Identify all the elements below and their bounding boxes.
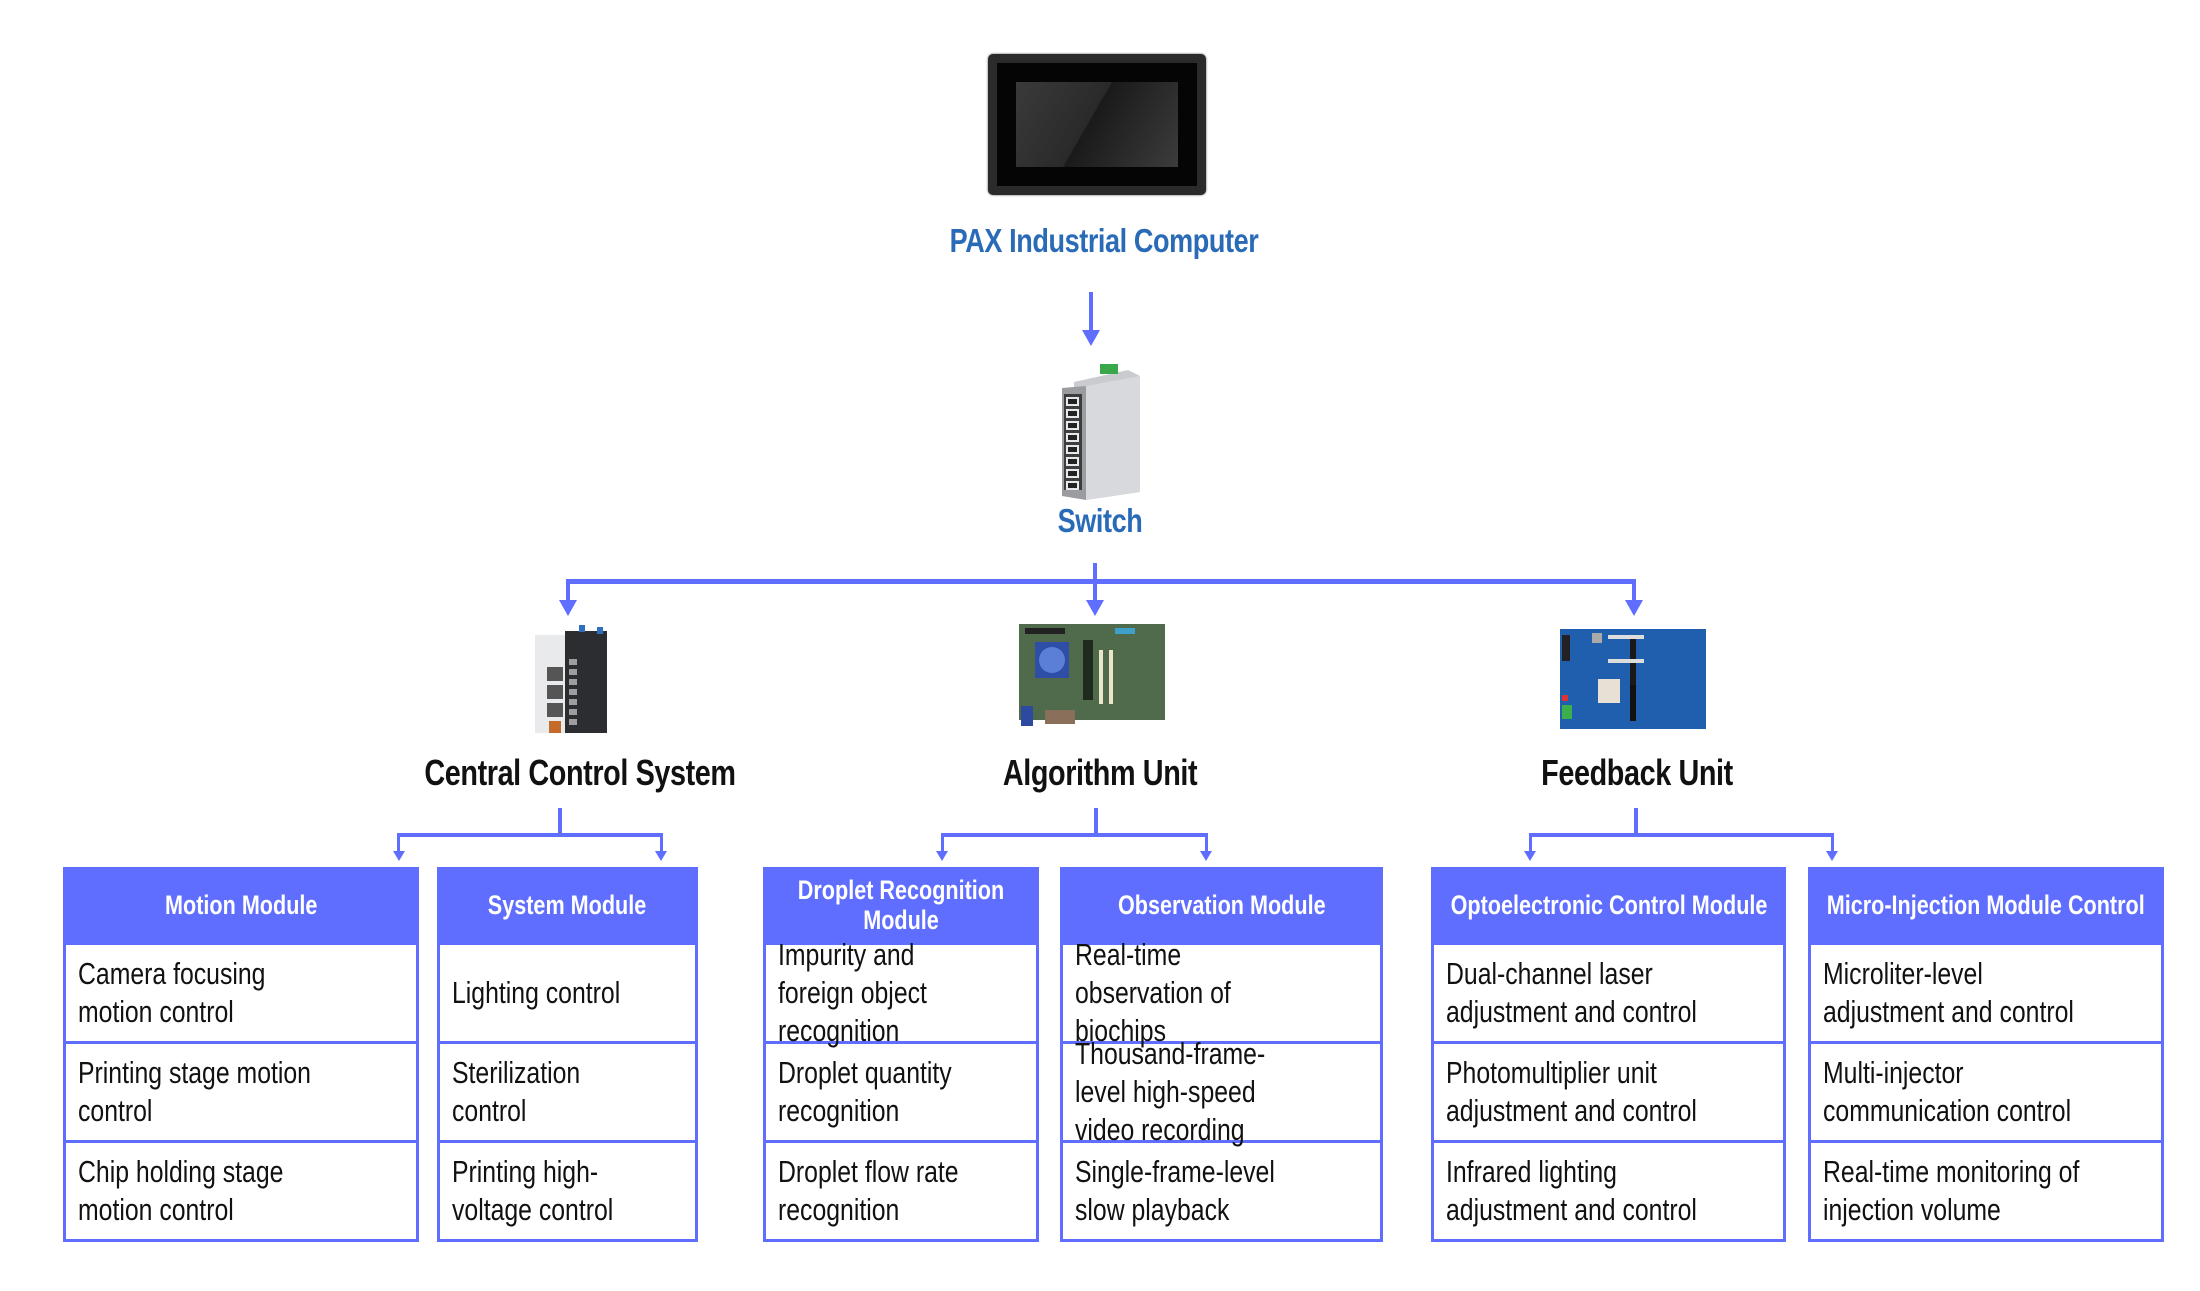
feedback-unit-label: Feedback Unit	[1541, 752, 1733, 793]
connector-to-optoelectronic	[1529, 833, 1532, 853]
circuit-board-icon	[1560, 629, 1706, 729]
module-item: Printing high-voltage control	[440, 1140, 695, 1239]
arrow-head-icon	[1086, 600, 1104, 616]
optoelectronic-control-module: Optoelectronic Control Module Dual-chann…	[1431, 867, 1786, 1242]
droplet-recognition-module: Droplet Recognition Module Impurity and …	[763, 867, 1039, 1242]
switch-label: Switch	[1057, 502, 1143, 539]
network-switch-icon	[1062, 364, 1140, 500]
connector-main-bar	[566, 579, 1636, 584]
connector-computer-switch	[1089, 292, 1093, 332]
connector-feedback-stem	[1634, 808, 1638, 836]
module-item: Chip holding stage motion control	[66, 1140, 416, 1239]
module-item: Printing stage motion control	[66, 1041, 416, 1140]
module-header: Optoelectronic Control Module	[1431, 867, 1786, 942]
arrow-head-icon	[1625, 600, 1643, 616]
module-item: Dual-channel laser adjustment and contro…	[1434, 942, 1783, 1041]
module-item: Droplet quantity recognition	[766, 1041, 1036, 1140]
plc-controller-icon	[535, 625, 607, 733]
central-control-system-label: Central Control System	[424, 752, 736, 793]
arrow-head-icon	[1082, 330, 1100, 346]
connector-switch-stem	[1093, 563, 1097, 583]
observation-module: Observation Module Real-time observation…	[1060, 867, 1383, 1242]
connector-central-stem	[558, 808, 562, 836]
connector-feedback-bar	[1529, 833, 1834, 837]
arrow-head-icon	[655, 851, 667, 861]
connector-to-observation	[1205, 833, 1208, 853]
motion-module: Motion Module Camera focusing motion con…	[63, 867, 419, 1242]
connector-algorithm-bar	[941, 833, 1208, 837]
module-header: Motion Module	[63, 867, 419, 942]
arrow-head-icon	[1826, 851, 1838, 861]
algorithm-unit-label: Algorithm Unit	[1002, 752, 1198, 793]
industrial-computer-icon	[988, 54, 1206, 195]
module-item: Camera focusing motion control	[66, 942, 416, 1041]
arrow-head-icon	[936, 851, 948, 861]
connector-to-feedback	[1632, 579, 1636, 603]
module-item: Infrared lighting adjustment and control	[1434, 1140, 1783, 1239]
module-header: System Module	[437, 867, 698, 942]
module-header: Droplet Recognition Module	[763, 867, 1039, 942]
arrow-head-icon	[1524, 851, 1536, 861]
connector-central-bar	[397, 833, 663, 837]
arrow-head-icon	[1200, 851, 1212, 861]
module-header: Micro-Injection Module Control	[1808, 867, 2164, 942]
motherboard-icon	[1019, 624, 1165, 726]
module-item: Real-time monitoring of injection volume	[1811, 1140, 2161, 1239]
module-header: Observation Module	[1060, 867, 1383, 942]
connector-to-droplet	[941, 833, 944, 853]
module-item: Real-time observation of biochips	[1063, 937, 1380, 1048]
module-item: Microliter-level adjustment and control	[1811, 942, 2161, 1041]
connector-to-motion	[397, 833, 400, 853]
module-item: Sterilization control	[440, 1041, 695, 1140]
connector-to-algorithm	[1093, 579, 1097, 603]
system-module: System Module Lighting control Steriliza…	[437, 867, 698, 1242]
connector-to-micro-injection	[1831, 833, 1834, 853]
connector-to-system	[660, 833, 663, 853]
module-item: Droplet flow rate recognition	[766, 1140, 1036, 1239]
arrow-head-icon	[559, 600, 577, 616]
module-item: Impurity and foreign object recognition	[766, 937, 1036, 1048]
connector-to-central	[566, 579, 570, 603]
module-item: Thousand-frame-level high-speed video re…	[1063, 1036, 1380, 1147]
module-item: Multi-injector communication control	[1811, 1041, 2161, 1140]
module-item: Photomultiplier unit adjustment and cont…	[1434, 1041, 1783, 1140]
micro-injection-module-control: Micro-Injection Module Control Microlite…	[1808, 867, 2164, 1242]
pax-industrial-computer-label: PAX Industrial Computer	[949, 222, 1259, 259]
module-item: Lighting control	[440, 942, 695, 1041]
arrow-head-icon	[393, 851, 405, 861]
connector-algorithm-stem	[1094, 808, 1098, 836]
module-item: Single-frame-level slow playback	[1063, 1140, 1380, 1239]
